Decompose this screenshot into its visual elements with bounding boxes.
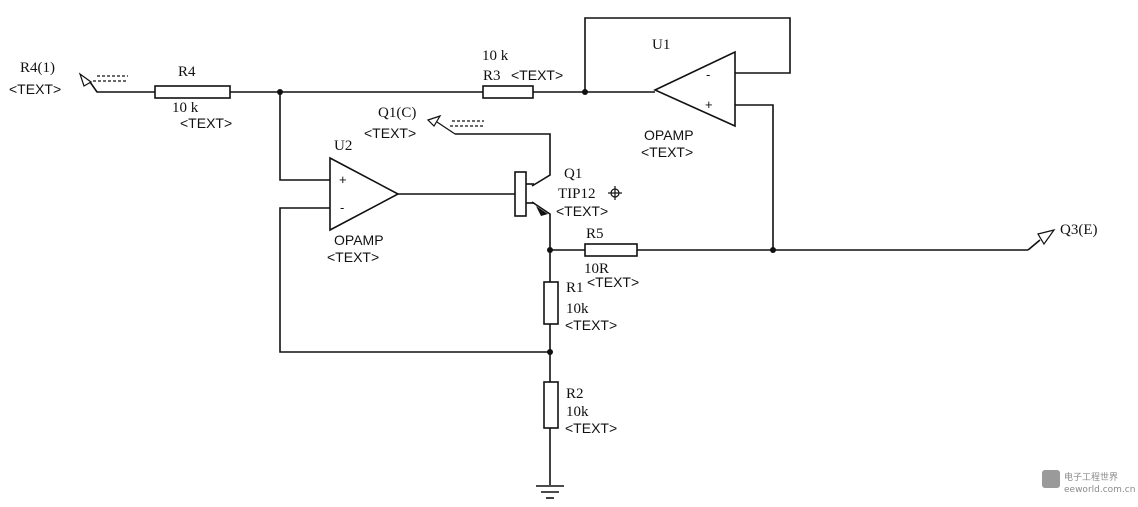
wire-u2-minus [279,207,550,353]
resistor-r4-text: <TEXT> [180,115,232,131]
port-q3e-icon [1037,229,1056,246]
junctions [277,89,776,355]
resistor-r4-name: R4 [178,64,196,80]
transistor-q1-arrow-icon [536,206,548,216]
port-q3e[interactable]: Q3(E) [1037,222,1098,246]
wires [89,17,1041,485]
wire-u1-feedback [584,17,791,92]
opamp-u2-body [329,156,400,232]
opamp-u1-text: <TEXT> [641,144,693,160]
resistor-r2-text: <TEXT> [565,420,617,436]
resistor-r1[interactable]: R1 10k <TEXT> [543,280,617,333]
resistor-r5-body [584,243,638,257]
opamp-u2-text: <TEXT> [327,249,379,265]
watermark-line1: 电子工程世界 [1064,471,1118,483]
opamp-u1-body [653,50,736,128]
resistor-r4-value: 10 k [172,100,199,116]
port-q3e-label: Q3(E) [1060,222,1098,238]
resistor-r4[interactable]: R4 10 k <TEXT> [154,64,232,131]
junction-r1r2 [547,349,553,355]
resistor-r2[interactable]: R2 10k <TEXT> [543,381,617,436]
port-q1c-label: Q1(C) [378,105,416,121]
junction-emitter [547,247,553,253]
opamp-u1-plus: + [705,97,713,112]
resistor-r1-name: R1 [566,280,584,296]
ground-symbol [536,485,564,499]
opamp-u1-name: U1 [652,37,670,53]
resistor-r1-text: <TEXT> [565,317,617,333]
transistor-q1[interactable]: Q1 TIP12 <TEXT> [514,166,622,219]
junction-u1 [582,89,588,95]
opamp-u2-type: OPAMP [334,232,384,248]
watermark-line2: eeworld.com.cn [1064,485,1135,495]
port-r4-in[interactable]: R4(1) <TEXT> [9,60,128,97]
transistor-q1-name: Q1 [564,166,582,182]
port-r4-in-text: <TEXT> [9,81,61,97]
wire-u1-plus [735,104,774,250]
resistor-r5-text: <TEXT> [587,274,639,290]
resistor-r1-value: 10k [566,301,589,317]
port-q1c-lead [436,121,456,135]
resistor-r3-value: 10 k [482,48,509,64]
resistor-r2-body [543,381,559,429]
opamp-u1-type: OPAMP [644,127,694,143]
transistor-q1-text: <TEXT> [556,203,608,219]
wire-u2-plus [279,92,330,181]
resistor-r5[interactable]: R5 10R <TEXT> [584,226,639,290]
junction-out [770,247,776,253]
wire-q1-emitter [531,201,551,282]
opamp-u2-name: U2 [334,138,352,154]
opamp-u2-plus: + [339,172,347,187]
resistor-r4-body [154,85,231,99]
resistor-r5-value: 10R [584,261,609,277]
resistor-r3[interactable]: 10 k R3 <TEXT> [482,48,563,99]
opamp-u2-minus: - [340,200,344,215]
resistor-r1-body [543,281,559,325]
watermark-icon [1042,470,1060,488]
wire-q3e-port [1027,239,1041,251]
resistor-r3-name: R3 [483,68,501,84]
transistor-q1-part: TIP12 [558,186,596,202]
opamp-u1-minus: - [706,67,710,82]
resistor-r2-value: 10k [566,404,589,420]
opamp-u1[interactable]: - + U1 OPAMP <TEXT> [641,37,736,160]
resistor-r3-text: <TEXT> [511,67,563,83]
transistor-q1-base-bar [514,171,527,217]
port-r4-in-label: R4(1) [20,60,55,76]
opamp-u2[interactable]: + - U2 OPAMP <TEXT> [327,138,400,265]
junction-r4 [277,89,283,95]
port-q1c-icon [426,114,442,127]
port-r4-in-icon [78,72,93,87]
watermark-logo: 电子工程世界 eeworld.com.cn [1042,470,1135,495]
port-q1c-text: <TEXT> [364,125,416,141]
wire-q1-collector [455,133,551,187]
crosshair-icon [608,186,622,200]
resistor-r2-name: R2 [566,386,584,402]
resistor-r5-name: R5 [586,226,604,242]
wire-input [89,81,155,93]
port-q1c[interactable]: Q1(C) <TEXT> [364,105,484,141]
resistor-r3-body [482,85,534,99]
